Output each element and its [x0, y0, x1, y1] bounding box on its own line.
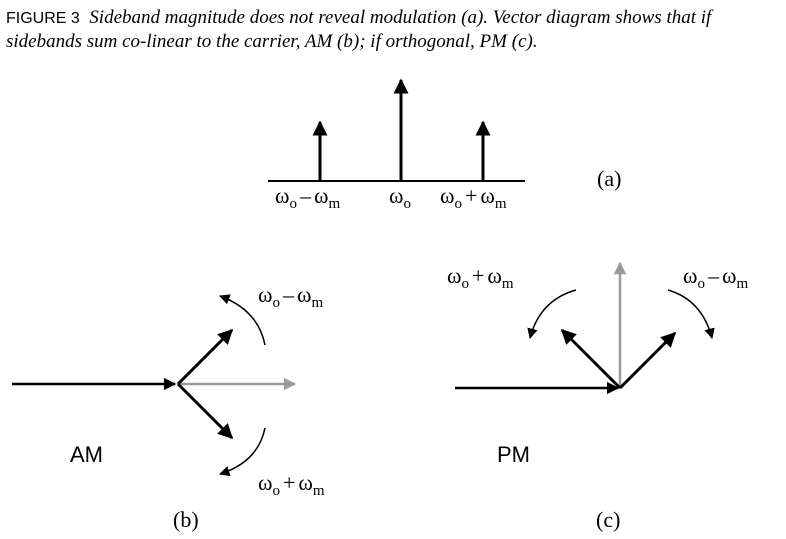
label-carrier-freq: ωo — [389, 183, 411, 212]
am-upper-sideband-vector — [176, 328, 234, 386]
pm-mode-label: PM — [497, 442, 530, 467]
am-label-upper-sideband-freq: ωo+ωm — [258, 470, 325, 499]
pm-label-upper-sideband-freq: ωo+ωm — [447, 263, 514, 292]
am-rotation-arc-cw-icon — [218, 427, 266, 477]
am-lower-sideband-vector — [176, 382, 234, 440]
pm-upper-sideband-vector — [560, 328, 622, 390]
label-lower-sideband-freq: ωo–ωm — [275, 183, 340, 212]
panel-b-label: (b) — [173, 507, 199, 532]
pm-lower-sideband-vector — [618, 331, 677, 390]
pm-rotation-arc-ccw-icon — [527, 289, 577, 340]
panel-c-label: (c) — [596, 507, 620, 532]
am-rotation-arc-ccw-icon — [219, 294, 266, 346]
am-label-lower-sideband-freq: ωo–ωm — [258, 282, 323, 311]
caption-text: Sideband magnitude does not reveal modul… — [6, 7, 712, 52]
panel-a-spectrum: ωo–ωm ωo ωo+ωm (a) — [268, 78, 621, 212]
figure-caption: FIGURE 3 Sideband magnitude does not rev… — [6, 6, 780, 53]
label-upper-sideband-freq: ωo+ωm — [440, 183, 507, 212]
panel-a-label: (a) — [597, 166, 621, 191]
pm-label-lower-sideband-freq: ωo–ωm — [683, 263, 748, 292]
pm-rotation-arc-cw-icon — [667, 289, 715, 340]
panel-c-pm-vectors: ωo+ωm ωo–ωm PM (c) — [447, 261, 748, 532]
panel-b-am-vectors: ωo–ωm ωo+ωm AM (b) — [12, 282, 325, 532]
figure-label: FIGURE 3 — [6, 10, 80, 27]
am-mode-label: AM — [70, 442, 103, 467]
